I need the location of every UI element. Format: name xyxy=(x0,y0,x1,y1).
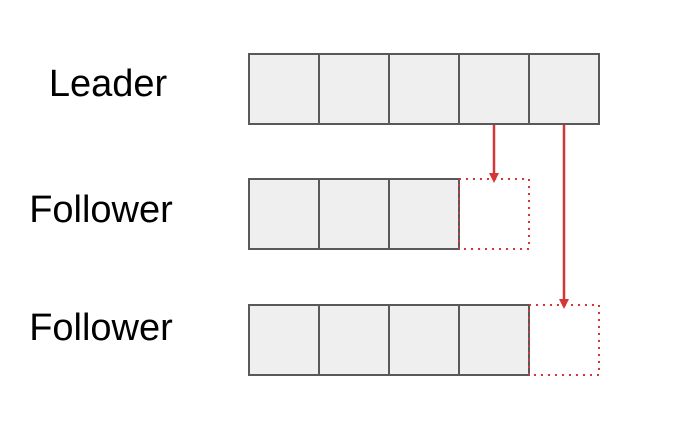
log-entry-cell xyxy=(388,53,460,125)
log-entry-cell xyxy=(458,304,530,376)
replication-arrows xyxy=(489,125,569,309)
log-entry-cell xyxy=(388,178,460,250)
pending-entry-cell xyxy=(528,304,600,376)
log-cells xyxy=(248,53,600,376)
row-label-leader: Leader xyxy=(49,63,168,105)
log-entry-cell xyxy=(318,178,390,250)
pending-entry-cell xyxy=(458,178,530,250)
log-entry-cell xyxy=(458,53,530,125)
row-label-follower-2: Follower xyxy=(29,307,173,349)
log-entry-cell xyxy=(388,304,460,376)
row-label-follower-1: Follower xyxy=(29,189,173,231)
log-entry-cell xyxy=(248,53,320,125)
log-entry-cell xyxy=(248,304,320,376)
log-entry-cell xyxy=(528,53,600,125)
log-entry-cell xyxy=(318,53,390,125)
log-entry-cell xyxy=(248,178,320,250)
log-entry-cell xyxy=(318,304,390,376)
